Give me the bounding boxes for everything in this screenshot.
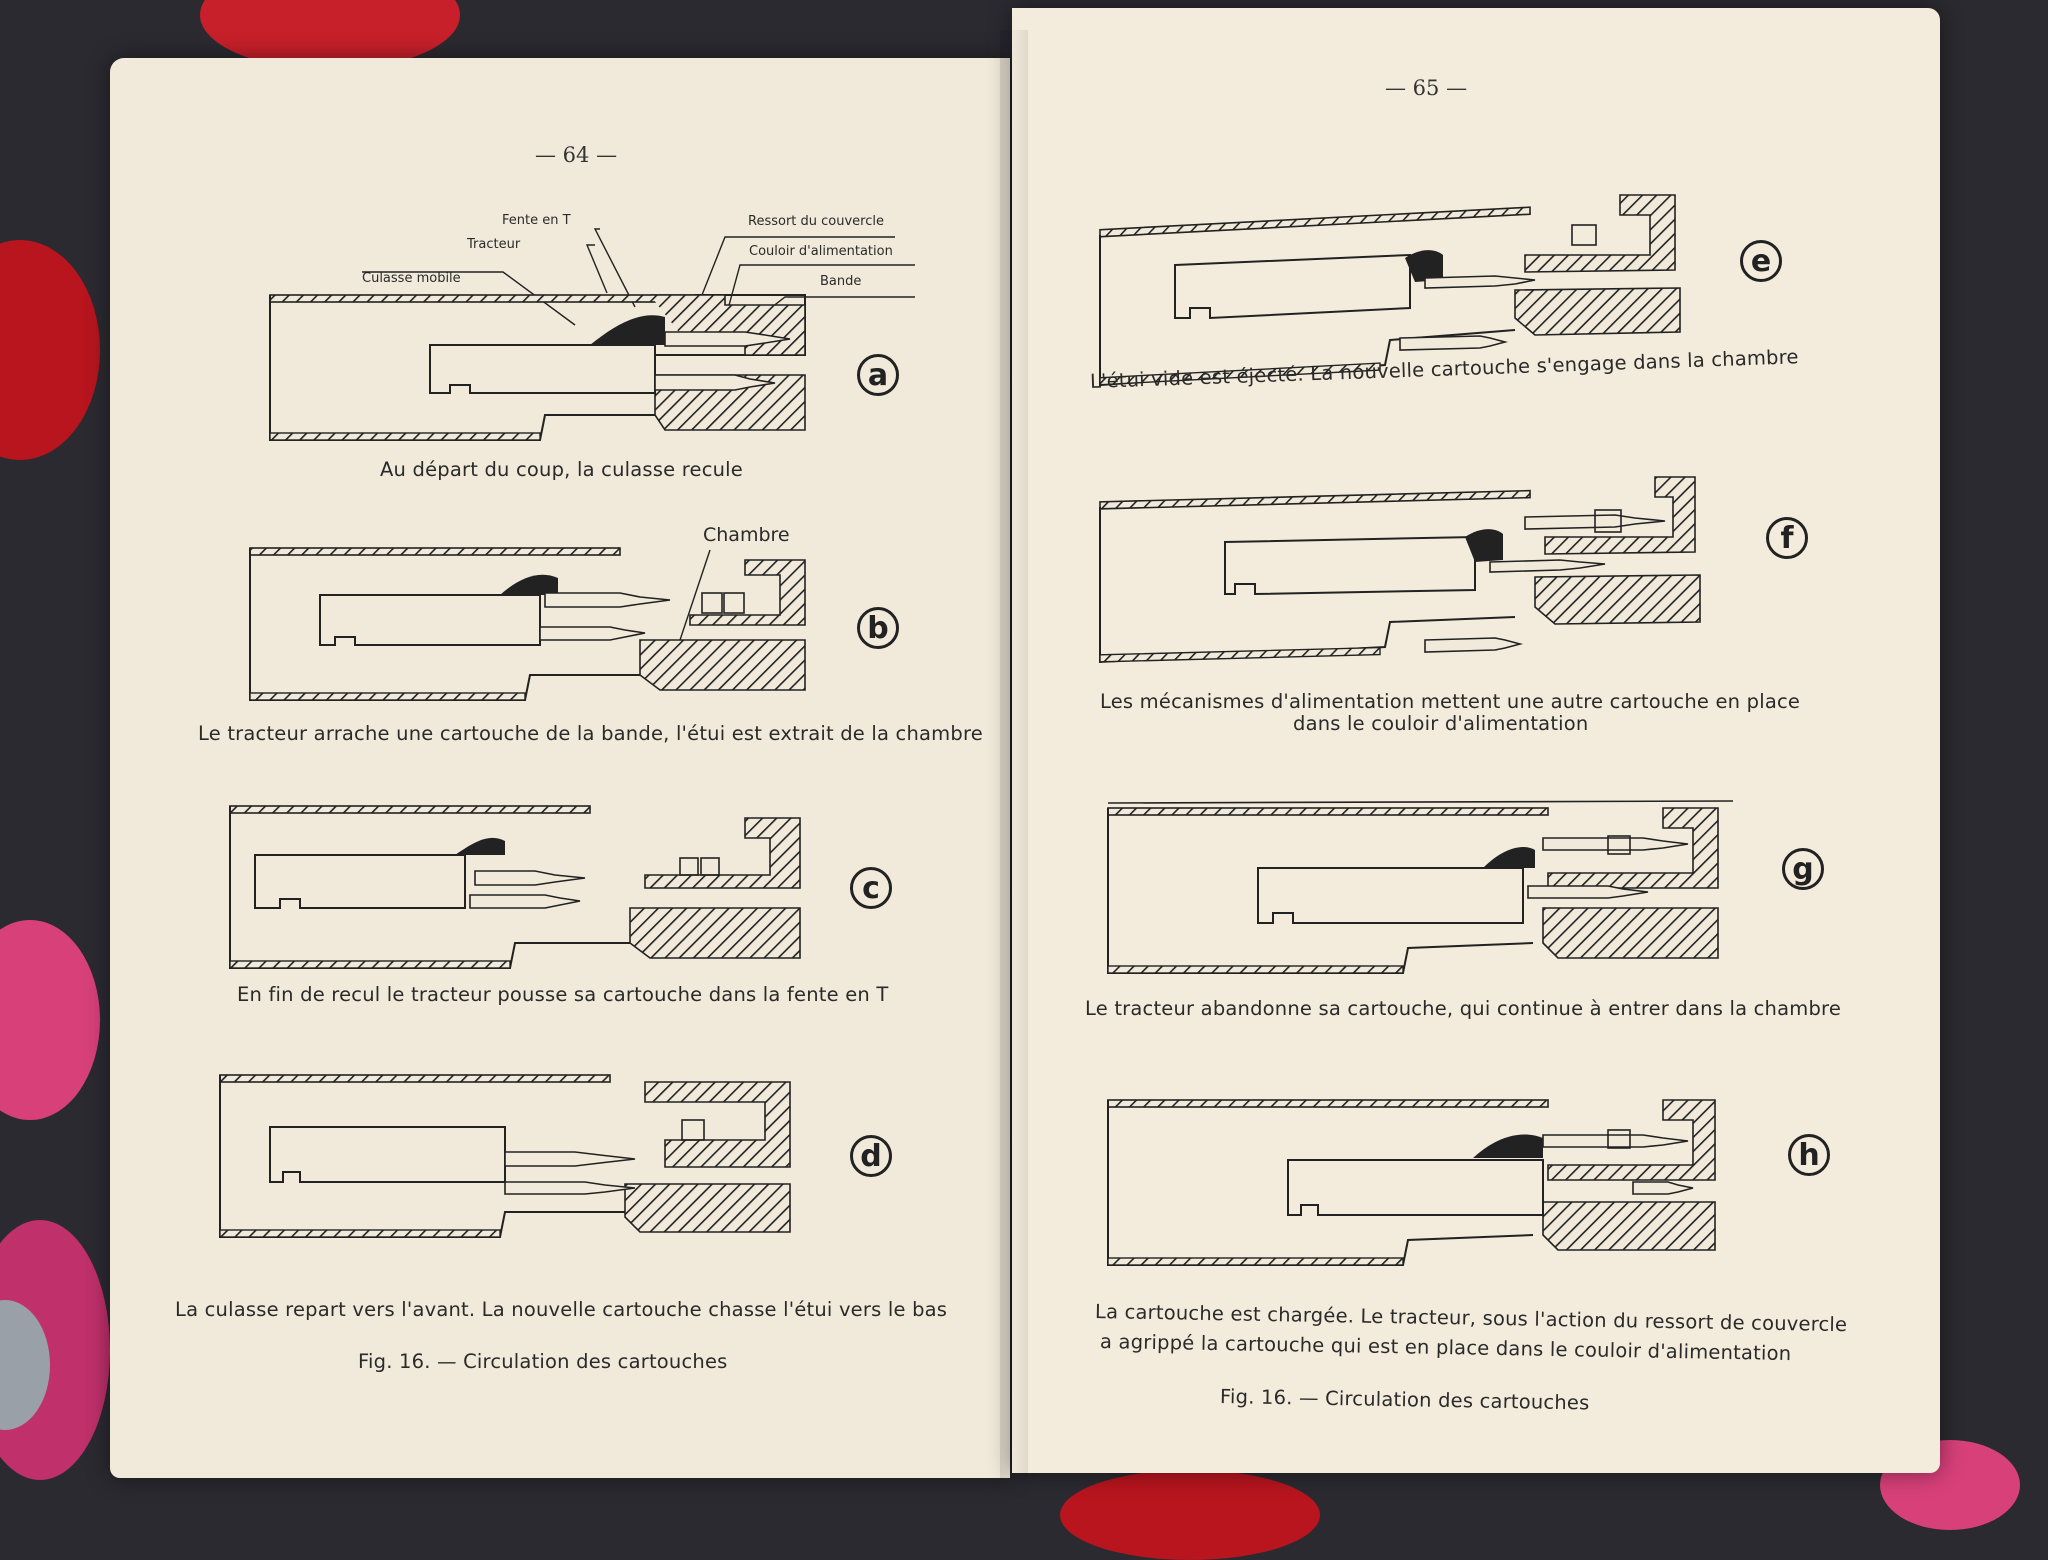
label-couloir-alimentation: Couloir d'alimentation xyxy=(749,244,893,259)
right-page xyxy=(1012,8,1940,1473)
label-fente-en-t: Fente en T xyxy=(502,213,571,228)
caption-b: Le tracteur arrache une cartouche de la … xyxy=(198,722,983,745)
figure-letter-b: b xyxy=(857,607,899,649)
label-ressort-du-couvercle: Ressort du couvercle xyxy=(748,214,884,229)
page-number-65: — 65 — xyxy=(1385,76,1468,100)
mechanism-diagram-d xyxy=(219,1074,791,1238)
caption-d: La culasse repart vers l'avant. La nouve… xyxy=(175,1298,948,1321)
figure-letter-h: h xyxy=(1788,1134,1830,1176)
figure-letter-a: a xyxy=(857,354,899,396)
label-chambre: Chambre xyxy=(703,524,790,546)
mechanism-diagram-e xyxy=(1099,194,1681,387)
figure-letter-g: g xyxy=(1782,848,1824,890)
figure-letter-d: d xyxy=(850,1135,892,1177)
mechanism-diagram-h xyxy=(1107,1099,1716,1266)
caption-a: Au départ du coup, la culasse recule xyxy=(380,458,743,481)
background-pink-shape xyxy=(0,920,100,1120)
label-tracteur: Tracteur xyxy=(467,237,521,252)
background-red-shape-bottom xyxy=(1060,1470,1320,1560)
book-gutter xyxy=(1000,30,1028,1480)
figure-letter-c: c xyxy=(850,867,892,909)
page-number-64: — 64 — xyxy=(535,143,618,167)
background-red-shape xyxy=(0,240,100,460)
mechanism-diagram-g xyxy=(1107,800,1734,974)
caption-f-line2: dans le couloir d'alimentation xyxy=(1293,712,1589,735)
caption-f-line1: Les mécanismes d'alimentation mettent un… xyxy=(1100,690,1801,713)
mechanism-diagram-f xyxy=(1099,476,1701,664)
label-bande: Bande xyxy=(820,274,862,289)
caption-c: En fin de recul le tracteur pousse sa ca… xyxy=(237,983,889,1006)
label-culasse-mobile: Culasse mobile xyxy=(362,271,461,286)
caption-g: Le tracteur abandonne sa cartouche, qui … xyxy=(1085,997,1842,1020)
fig-title-left: Fig. 16. — Circulation des cartouches xyxy=(358,1350,728,1373)
figure-letter-e: e xyxy=(1740,240,1782,282)
figure-letter-f: f xyxy=(1766,517,1808,559)
mechanism-diagram-b xyxy=(249,547,806,701)
mechanism-diagram-a xyxy=(269,228,915,441)
mechanism-diagram-c xyxy=(229,805,801,969)
